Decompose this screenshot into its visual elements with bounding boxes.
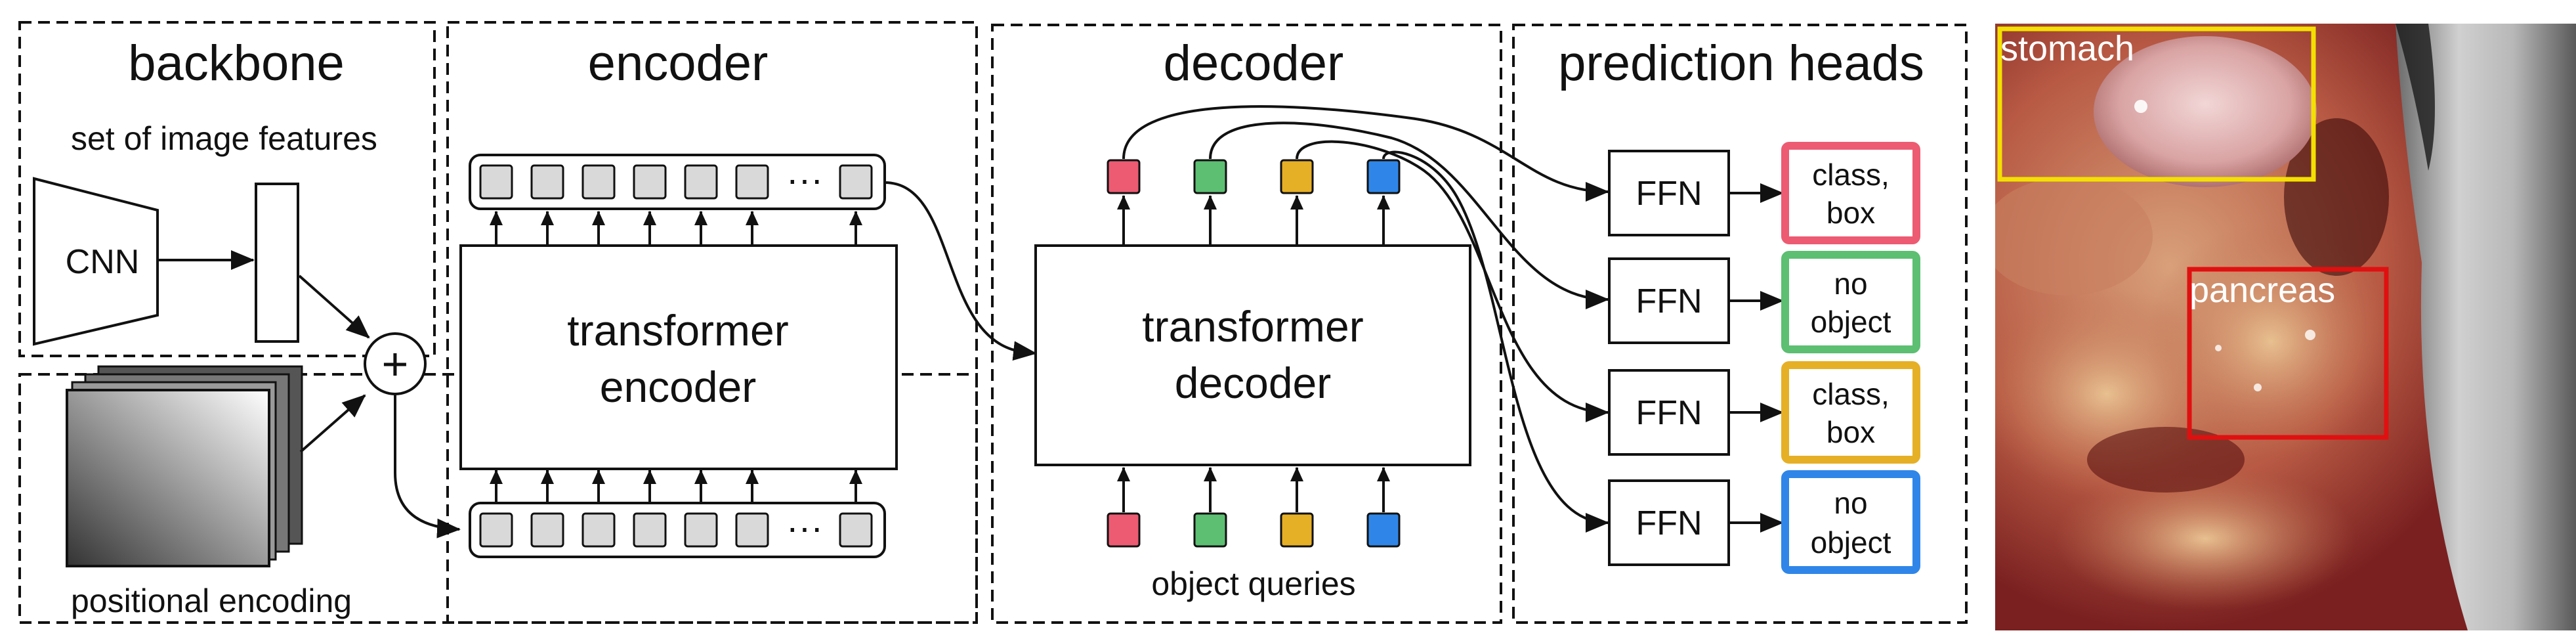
positional-encoding-stack [66,365,303,567]
positional-encoding-label: positional encoding [71,582,352,619]
encoder-title: encoder [588,35,769,91]
decoder-output-blue [1366,159,1401,194]
pancreas-bounding-box [2187,267,2389,440]
object-query-red [1107,512,1141,548]
decoder-block-line2: decoder [1175,359,1332,407]
backbone-title: backbone [128,35,345,91]
decoder-output-yellow [1280,159,1314,194]
decoder-output-red [1107,159,1141,194]
decoder-to-ffn-3-arrow [1296,140,1609,422]
cnn-label: CNN [66,243,140,281]
ffn-block-3 [1608,369,1730,456]
output-2-line1: no [1834,267,1867,301]
transformer-decoder-block [1034,244,1471,466]
backbone-frame [18,21,436,357]
features-to-sum-arrow [298,275,370,339]
decoder-output-tokens [1107,159,1401,194]
prediction-heads-title: prediction heads [1558,35,1924,91]
decoder-block-line1: transformer [1142,302,1363,351]
stomach-tissue [2094,36,2317,187]
encoder-output-arrows [490,211,862,244]
encoder-bottom-tokens [479,512,873,548]
decoder-title: decoder [1164,35,1344,91]
ffn-label-1: FFN [1636,175,1702,213]
stomach-label: stomach [2000,29,2134,68]
encoder-top-tokens [479,164,873,200]
encoder-bottom-token-row [469,502,886,558]
decoder-frame [991,24,1502,624]
ffn-label-4: FFN [1636,504,1702,542]
output-3-line1: class, [1812,377,1890,411]
output-1-line2: box [1826,196,1875,230]
output-2-line2: object [1811,305,1891,339]
object-query-arrows [1117,467,1390,512]
output-box-4 [1781,470,1920,574]
positional-to-sum-arrow [299,394,366,453]
prediction-head-3: FFN class, box [1608,361,1920,464]
cnn-block [33,177,159,346]
decoder-to-ffn-4-arrow [1382,150,1609,533]
ffn-block-1 [1608,150,1730,236]
encoder-input-arrows [490,470,862,502]
object-queries-label: object queries [1151,565,1355,602]
output-box-1 [1781,142,1920,244]
output-box-2 [1781,251,1920,353]
output-3-line2: box [1826,415,1875,449]
encoder-bottom-ellipsis: ··· [786,506,823,548]
decoder-output-green [1193,159,1227,194]
ffn-block-2 [1608,257,1730,344]
feature-map-block [255,183,299,343]
object-query-yellow [1280,512,1314,548]
object-query-blue [1366,512,1401,548]
output-4-line1: no [1834,486,1867,520]
sum-to-encoder-arrow [394,394,461,538]
encoder-block-line2: encoder [600,362,757,411]
output-1-line1: class, [1812,158,1890,192]
heads-frame [1512,24,1968,624]
ffn-label-3: FFN [1636,394,1702,432]
image-features-label: set of image features [71,120,377,157]
decoder-to-ffn-arrows [1122,105,1609,533]
pancreas-label: pancreas [2189,271,2335,310]
ffn-label-2: FFN [1636,282,1702,320]
sum-symbol: + [382,338,409,389]
prediction-head-2: FFN no object [1608,251,1920,353]
surgical-instrument [2396,24,2576,630]
encoder-block-line1: transformer [567,306,788,355]
encoder-top-ellipsis: ··· [786,158,823,200]
prediction-head-1: FFN class, box [1608,142,1920,244]
stomach-bounding-box [1997,26,2316,182]
decoder-to-ffn-1-arrow [1122,105,1609,202]
transformer-encoder-block [459,244,898,470]
ffn-block-4 [1608,479,1730,566]
object-query-green [1193,512,1227,548]
decoder-output-arrows [1117,195,1390,244]
output-4-line2: object [1811,525,1891,560]
surgical-photo [1995,24,2576,630]
encoder-to-decoder-arrow [884,181,1037,361]
prediction-head-4: FFN no object [1608,470,1920,574]
output-box-3 [1781,361,1920,464]
object-query-tokens [1107,512,1401,548]
decoder-to-ffn-2-arrow [1209,121,1609,309]
